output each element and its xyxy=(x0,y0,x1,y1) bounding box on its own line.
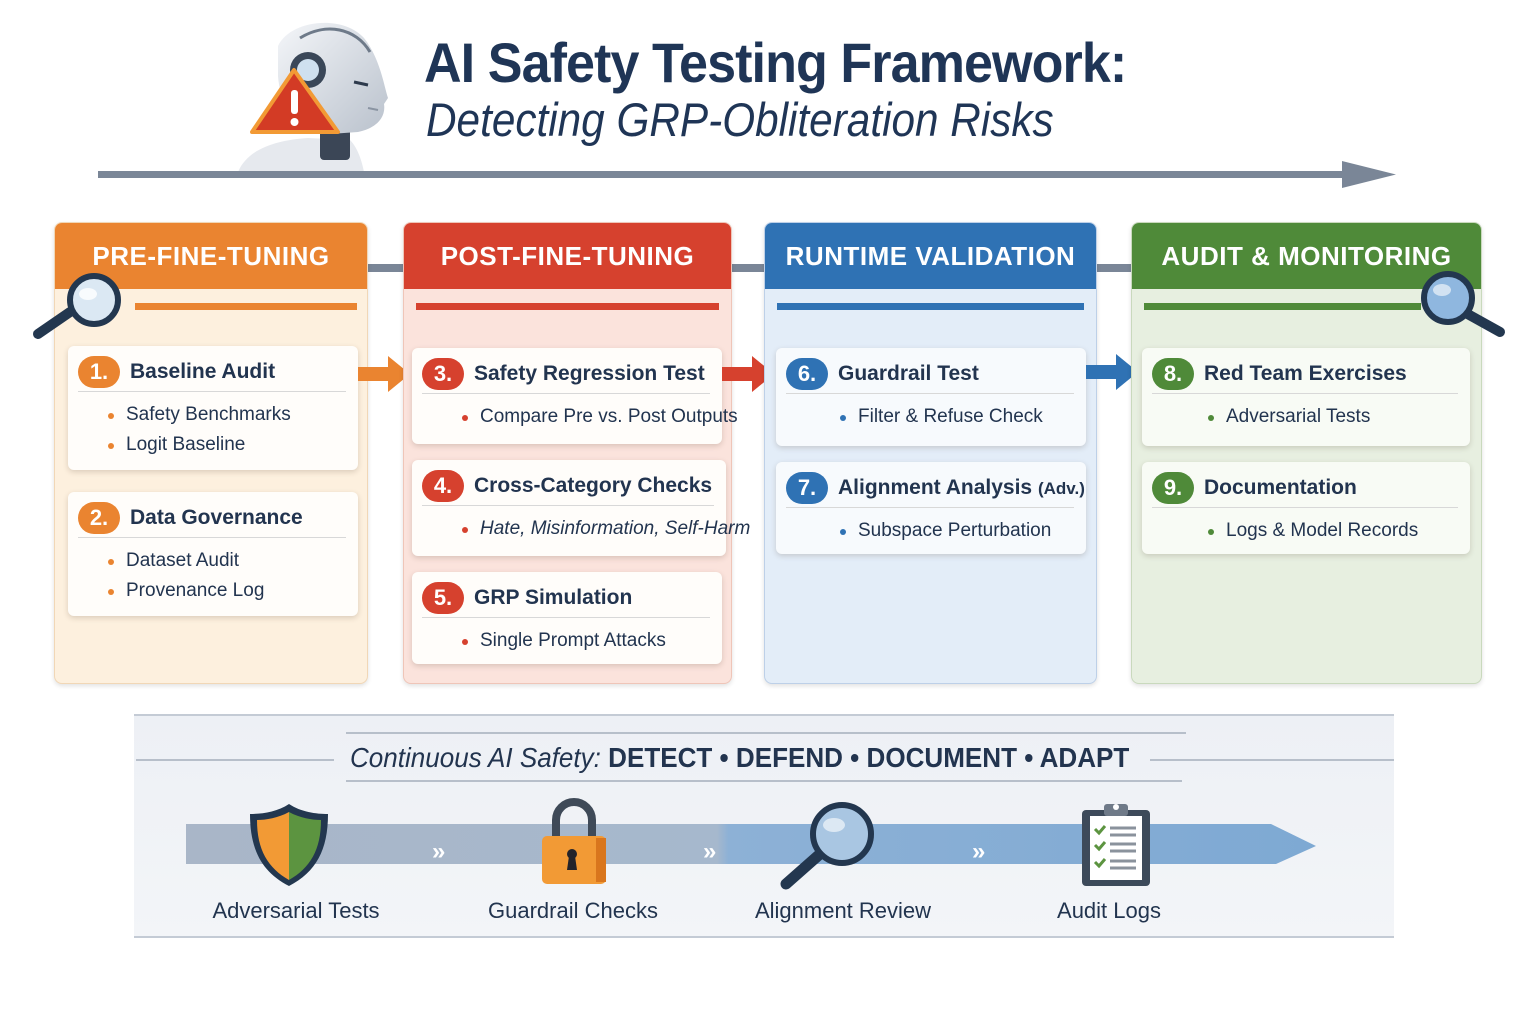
step-card-9: 9. Documentation Logs & Model Records xyxy=(1142,462,1470,554)
step-title-suffix: (Adv.) xyxy=(1037,478,1085,498)
step-title: Red Team Exercises xyxy=(1204,361,1407,385)
chevron-right-icon: » xyxy=(972,838,986,865)
step-bullet: Adversarial Tests xyxy=(1208,402,1458,432)
phase-runtime-validation: RUNTIME VALIDATION xyxy=(764,222,1097,684)
step-number-badge: 7. xyxy=(786,471,828,504)
stage-label-adversarial-tests: Adversarial Tests xyxy=(212,898,380,923)
phase-divider xyxy=(135,303,357,310)
step-bullet: Filter & Refuse Check xyxy=(840,402,1074,432)
step-bullet: Subspace Perturbation xyxy=(840,516,1074,546)
page-title: AI Safety Testing Framework: xyxy=(424,31,1127,94)
phase-header: RUNTIME VALIDATION xyxy=(765,223,1096,289)
step-number-badge: 1. xyxy=(78,355,120,388)
flow-arrow-right-icon xyxy=(358,356,410,392)
step-title: Guardrail Test xyxy=(838,361,979,385)
phase-connector-rail xyxy=(360,264,1150,272)
step-bullet: Compare Pre vs. Post Outputs xyxy=(462,402,738,432)
phase-header: POST-FINE-TUNING xyxy=(404,223,731,289)
step-bullet: Safety Benchmarks xyxy=(108,400,346,430)
step-card-7: 7. Alignment Analysis (Adv.) Subspace Per… xyxy=(776,462,1086,554)
step-bullet: Logit Baseline xyxy=(108,430,346,460)
step-number-badge: 4. xyxy=(422,469,464,502)
phase-divider xyxy=(416,303,719,310)
step-title: Baseline Audit xyxy=(130,359,276,383)
step-bullet: Provenance Log xyxy=(108,576,346,606)
step-title: Data Governance xyxy=(130,505,303,529)
step-card-2: 2. Data Governance Dataset Audit Provenan… xyxy=(68,492,358,616)
phase-header: AUDIT & MONITORING xyxy=(1132,223,1481,289)
divider xyxy=(1150,759,1394,761)
step-number-badge: 6. xyxy=(786,357,828,390)
motto-keywords: DETECT • DEFEND • DOCUMENT • ADAPT xyxy=(608,742,1130,773)
magnifying-glass-icon xyxy=(780,802,874,890)
chevron-right-icon: » xyxy=(432,838,446,865)
step-bullet: Dataset Audit xyxy=(108,546,346,576)
step-number-badge: 2. xyxy=(78,501,120,534)
step-number-badge: 5. xyxy=(422,581,464,614)
step-number-badge: 9. xyxy=(1152,471,1194,504)
step-bullet: Logs & Model Records xyxy=(1208,516,1458,546)
phase-divider xyxy=(777,303,1084,310)
step-number-badge: 3. xyxy=(422,357,464,390)
flow-arrow-right-icon xyxy=(722,356,774,392)
step-title: GRP Simulation xyxy=(474,585,633,609)
divider xyxy=(346,780,1182,782)
step-bullet: Single Prompt Attacks xyxy=(462,626,710,656)
step-title: Alignment Analysis (Adv.) xyxy=(838,476,1085,500)
step-card-3: 3. Safety Regression Test Compare Pre vs.… xyxy=(412,348,738,444)
magnifying-glass-icon xyxy=(33,273,121,339)
warning-triangle-icon xyxy=(250,68,340,134)
motto-lead: Continuous AI Safety: xyxy=(350,742,601,773)
step-card-1: 1. Baseline Audit Safety Benchmarks Logit… xyxy=(68,346,358,470)
magnifying-glass-icon xyxy=(1421,271,1505,337)
page-subtitle: Detecting GRP-Obliteration Risks xyxy=(426,93,1054,146)
padlock-icon xyxy=(542,798,606,884)
step-title-text: Alignment Analysis xyxy=(838,475,1033,499)
stage-label-guardrail-checks: Guardrail Checks xyxy=(488,898,658,923)
divider xyxy=(346,732,1186,734)
step-title: Cross-Category Checks xyxy=(474,473,713,497)
step-bullet: Hate, Misinformation, Self-Harm xyxy=(462,514,750,544)
clipboard-checklist-icon xyxy=(1082,804,1150,886)
step-title: Documentation xyxy=(1204,475,1357,499)
timeline-arrow xyxy=(98,161,1396,188)
banner-motto: Continuous AI Safety: DETECT • DEFEND • … xyxy=(350,742,1129,774)
phase-divider xyxy=(1144,303,1421,310)
stage-label-alignment-review: Alignment Review xyxy=(754,898,932,923)
step-card-4: 4. Cross-Category Checks Hate, Misinforma… xyxy=(412,460,750,556)
chevron-right-icon: » xyxy=(703,838,717,865)
process-flow-band xyxy=(186,824,1316,864)
step-card-5: 5. GRP Simulation Single Prompt Attacks xyxy=(412,572,722,664)
robot-head-icon xyxy=(238,22,388,172)
step-number-badge: 8. xyxy=(1152,357,1194,390)
step-title: Safety Regression Test xyxy=(474,361,705,385)
flow-arrow-right-icon xyxy=(1086,354,1138,390)
divider xyxy=(136,759,334,761)
stage-label-audit-logs: Audit Logs xyxy=(1057,898,1161,923)
step-card-8: 8. Red Team Exercises Adversarial Tests xyxy=(1142,348,1470,446)
shield-icon xyxy=(250,804,328,886)
step-card-6: 6. Guardrail Test Filter & Refuse Check xyxy=(776,348,1086,446)
